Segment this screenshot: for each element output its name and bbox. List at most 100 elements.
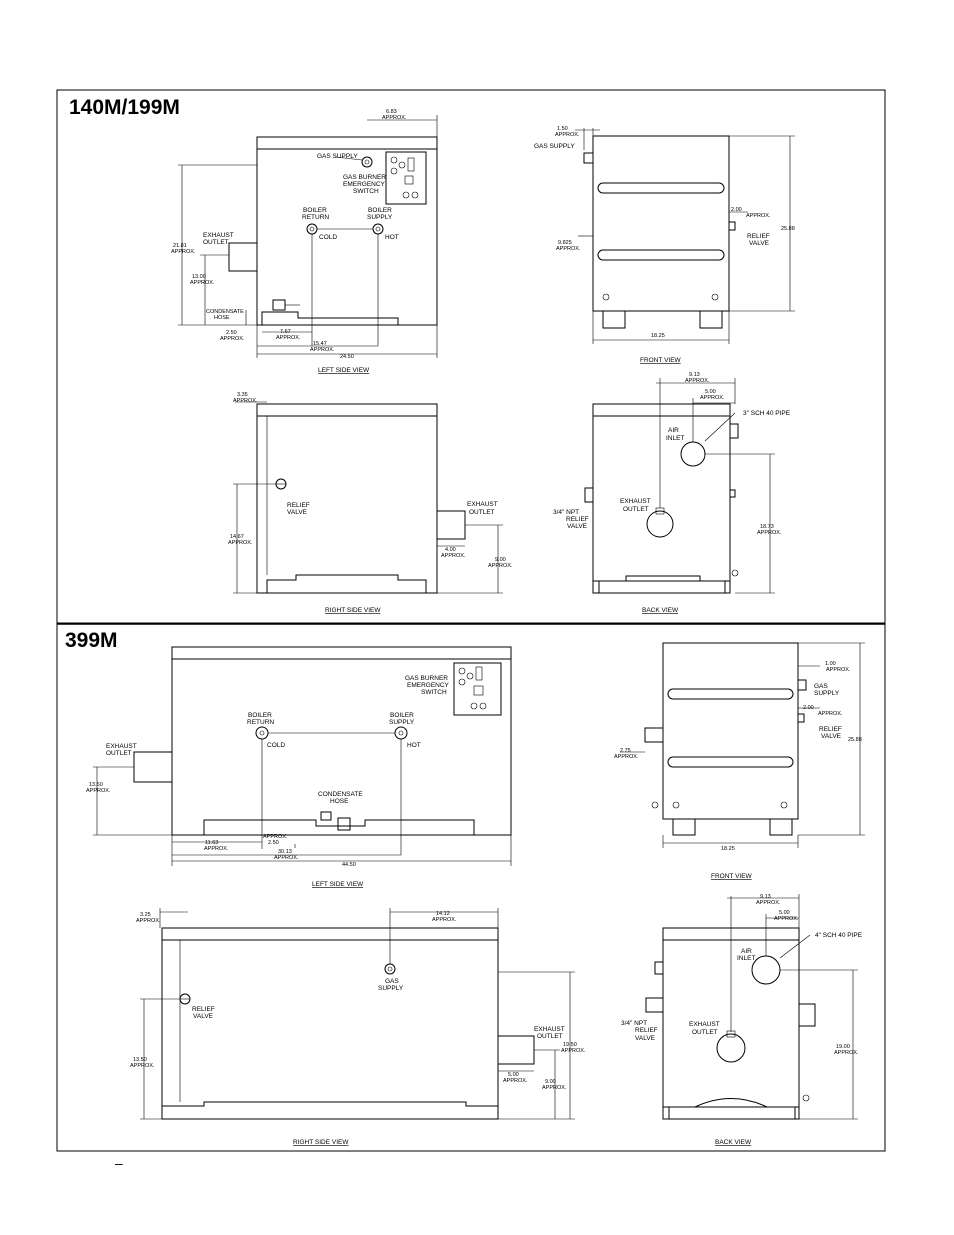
svg-text:9.00: 9.00 [495,557,506,563]
svg-text:APPROX.: APPROX. [441,553,466,559]
svg-text:APPROX.: APPROX. [556,246,581,252]
svg-text:RETURN: RETURN [302,214,329,221]
svg-text:EMERGENCY: EMERGENCY [343,181,386,188]
svg-text:APPROX.: APPROX. [136,918,161,924]
svg-text:RELIEF: RELIEF [819,726,842,733]
svg-text:7.67: 7.67 [280,329,291,335]
svg-text:13.50: 13.50 [89,782,103,788]
svg-text:21.81: 21.81 [173,243,187,249]
svg-text:APPROX.: APPROX. [274,855,299,861]
svg-text:VALVE: VALVE [821,733,842,740]
svg-text:4" SCH 40 PIPE: 4" SCH 40 PIPE [815,932,863,939]
back-view-399: 9.13 APPROX. 5.00 APPROX. 4" SCH 40 PIPE… [621,894,863,1146]
svg-text:RETURN: RETURN [247,719,274,726]
svg-text:APPROX.: APPROX. [204,846,229,852]
svg-text:24.50: 24.50 [340,354,354,360]
svg-text:RELIEF: RELIEF [192,1006,215,1013]
svg-text:2.50: 2.50 [226,330,237,336]
svg-text:CONDENSATE: CONDENSATE [206,309,244,315]
svg-text:FRONT VIEW: FRONT VIEW [640,357,682,364]
svg-text:HOSE: HOSE [214,315,230,321]
svg-text:APPROX.: APPROX. [228,540,253,546]
model-title-399: 399M [65,629,118,652]
svg-text:LEFT SIDE VIEW: LEFT SIDE VIEW [318,367,370,374]
svg-text:BOILER: BOILER [303,207,327,214]
svg-text:EXHAUST: EXHAUST [203,232,234,239]
svg-text:APPROX.: APPROX. [757,530,782,536]
svg-text:APPROX.: APPROX. [561,1048,586,1054]
svg-text:SUPPLY: SUPPLY [378,985,404,992]
svg-text:19.50: 19.50 [563,1042,577,1048]
svg-text:APPROX.: APPROX. [220,336,245,342]
svg-text:APPROX.: APPROX. [700,395,725,401]
svg-text:EMERGENCY: EMERGENCY [407,682,450,689]
svg-text:APPROX.: APPROX. [488,563,513,569]
svg-text:LEFT SIDE VIEW: LEFT SIDE VIEW [312,881,364,888]
svg-text:CONDENSATE: CONDENSATE [318,791,363,798]
svg-text:OUTLET: OUTLET [469,509,495,516]
svg-text:18.25: 18.25 [721,846,735,852]
back-view-140: 9.13 APPROX. 5.00 APPROX. 3" SCH 40 PIPE… [553,372,791,614]
svg-text:EXHAUST: EXHAUST [689,1021,720,1028]
svg-text:OUTLET: OUTLET [203,239,229,246]
svg-text:5.00: 5.00 [779,910,790,916]
svg-text:APPROX.: APPROX. [818,711,843,717]
svg-text:BACK VIEW: BACK VIEW [715,1139,752,1146]
svg-text:VALVE: VALVE [749,240,770,247]
svg-text:9.00: 9.00 [545,1079,556,1085]
svg-text:4.00: 4.00 [445,547,456,553]
svg-text:RELIEF: RELIEF [566,516,589,523]
frame-399 [56,623,886,1152]
svg-text:2.75: 2.75 [620,748,631,754]
front-view-140: 1.50 APPROX. GAS SUPPLY 2.00 APPROX. REL… [534,126,795,364]
svg-text:13.50: 13.50 [133,1057,147,1063]
svg-text:APPROX.: APPROX. [756,900,781,906]
svg-text:APPROX.: APPROX. [263,834,288,840]
svg-text:BOILER: BOILER [390,712,414,719]
svg-text:APPROX.: APPROX. [310,347,335,353]
svg-text:GAS SUPPLY: GAS SUPPLY [317,153,358,160]
svg-text:2.00: 2.00 [731,207,742,213]
svg-text:AIR: AIR [741,948,752,955]
svg-text:APPROX.: APPROX. [614,754,639,760]
svg-text:APPROX.: APPROX. [382,115,407,121]
svg-text:2.50: 2.50 [268,840,279,846]
svg-text:APPROX.: APPROX. [542,1085,567,1091]
svg-text:6.83: 6.83 [386,109,397,115]
svg-text:5.00: 5.00 [705,389,716,395]
svg-text:SUPPLY: SUPPLY [367,214,393,221]
svg-text:OUTLET: OUTLET [106,750,132,757]
svg-text:15.47: 15.47 [313,341,327,347]
model-title-140-199: 140M/199M [69,96,180,119]
svg-text:5.00: 5.00 [508,1072,519,1078]
svg-text:INLET: INLET [737,955,755,962]
svg-text:HOT: HOT [407,742,421,749]
svg-text:APPROX.: APPROX. [432,917,457,923]
svg-text:OUTLET: OUTLET [537,1033,563,1040]
svg-text:AIR: AIR [668,427,679,434]
svg-text:VALVE: VALVE [567,523,588,530]
svg-text:9.13: 9.13 [689,372,700,378]
svg-text:3.35: 3.35 [237,392,248,398]
right-side-view-140: 3.35 APPROX. RELIEF VALVE EXHAUST OUTLET… [228,392,513,614]
svg-text:OUTLET: OUTLET [692,1029,718,1036]
svg-text:3" SCH 40 PIPE: 3" SCH 40 PIPE [743,410,791,417]
svg-text:APPROX.: APPROX. [171,249,196,255]
svg-text:APPROX.: APPROX. [233,398,258,404]
svg-text:APPROX.: APPROX. [555,132,580,138]
left-side-view-140: 6.83 APPROX. GAS SUPPLY GAS BURNER EMERG… [171,109,438,374]
svg-text:11.63: 11.63 [205,840,218,846]
svg-text:APPROX.: APPROX. [834,1050,859,1056]
svg-text:APPROX.: APPROX. [774,916,799,922]
svg-text:1.50: 1.50 [557,126,568,132]
svg-text:9.825: 9.825 [558,240,572,246]
svg-text:SWITCH: SWITCH [421,689,447,696]
svg-text:GAS: GAS [385,978,399,985]
svg-text:APPROX.: APPROX. [276,335,301,341]
svg-text:25.88: 25.88 [848,737,862,743]
svg-text:14.67: 14.67 [230,534,244,540]
svg-text:3.25: 3.25 [140,912,151,918]
svg-text:13.00: 13.00 [192,274,206,280]
svg-text:APPROX.: APPROX. [826,667,851,673]
